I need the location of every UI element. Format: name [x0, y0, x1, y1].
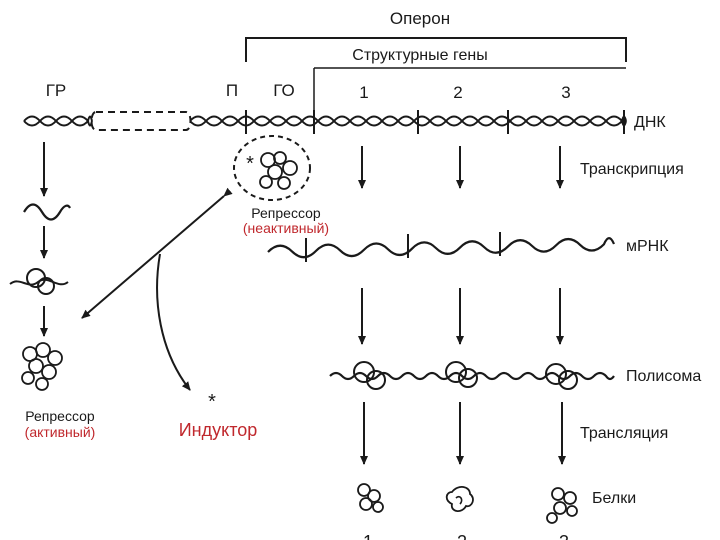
protein-number-1: 1	[363, 532, 373, 540]
dna-helix-operon	[189, 115, 627, 127]
dna-helix-regulator	[23, 115, 93, 127]
inducer-star: *	[208, 391, 216, 413]
protein-number-3: 3	[559, 532, 569, 540]
dna-gene-boundaries	[245, 110, 625, 134]
dna-strand	[23, 110, 627, 134]
ribosome-2	[445, 361, 478, 388]
operon-mrna	[267, 232, 616, 262]
translation-label: Трансляция	[580, 425, 668, 442]
operon-title: Оперон	[390, 9, 450, 28]
dna-gap-dashed	[90, 111, 192, 131]
bound-inducer-star: *	[246, 153, 254, 175]
dna-label: ДНК	[634, 114, 666, 131]
structural-genes-label: Структурные гены	[352, 47, 487, 64]
transcription-label: Транскрипция	[580, 161, 684, 178]
operon-bracket	[245, 37, 627, 110]
ribosome-3	[545, 363, 578, 390]
inactive-repressor-protein	[259, 151, 298, 190]
regulator-mrna	[23, 203, 71, 221]
regulator-ribosome	[9, 268, 69, 295]
active-repressor-state: (активный)	[25, 424, 96, 440]
polysome	[329, 361, 615, 390]
protein-number-2: 2	[457, 532, 467, 540]
inactive-repressor-complex: *	[233, 135, 311, 201]
inactive-repressor-state: (неактивный)	[243, 220, 329, 236]
promoter-label: П	[226, 81, 238, 100]
protein-1	[357, 483, 384, 513]
operator-label: ГО	[273, 81, 294, 100]
active-repressor-protein	[21, 342, 63, 391]
proteins-label: Белки	[592, 490, 636, 507]
inducer-label: Индуктор	[179, 420, 258, 440]
gene-number-3: 3	[561, 83, 570, 102]
arrow-release-inducer	[156, 253, 191, 391]
active-repressor-name: Репрессор	[25, 408, 95, 424]
gene-number-2: 2	[453, 83, 462, 102]
protein-2	[445, 486, 474, 512]
regulator-gene-label: ГР	[46, 81, 67, 100]
gene-number-1: 1	[359, 83, 368, 102]
protein-3	[546, 487, 578, 524]
inactive-repressor-name: Репрессор	[251, 205, 321, 221]
mrna-label: мРНК	[626, 238, 669, 255]
ribosome-1	[353, 361, 386, 390]
polysome-label: Полисома	[626, 368, 701, 385]
arrow-repressor-equilibrium	[81, 187, 233, 319]
